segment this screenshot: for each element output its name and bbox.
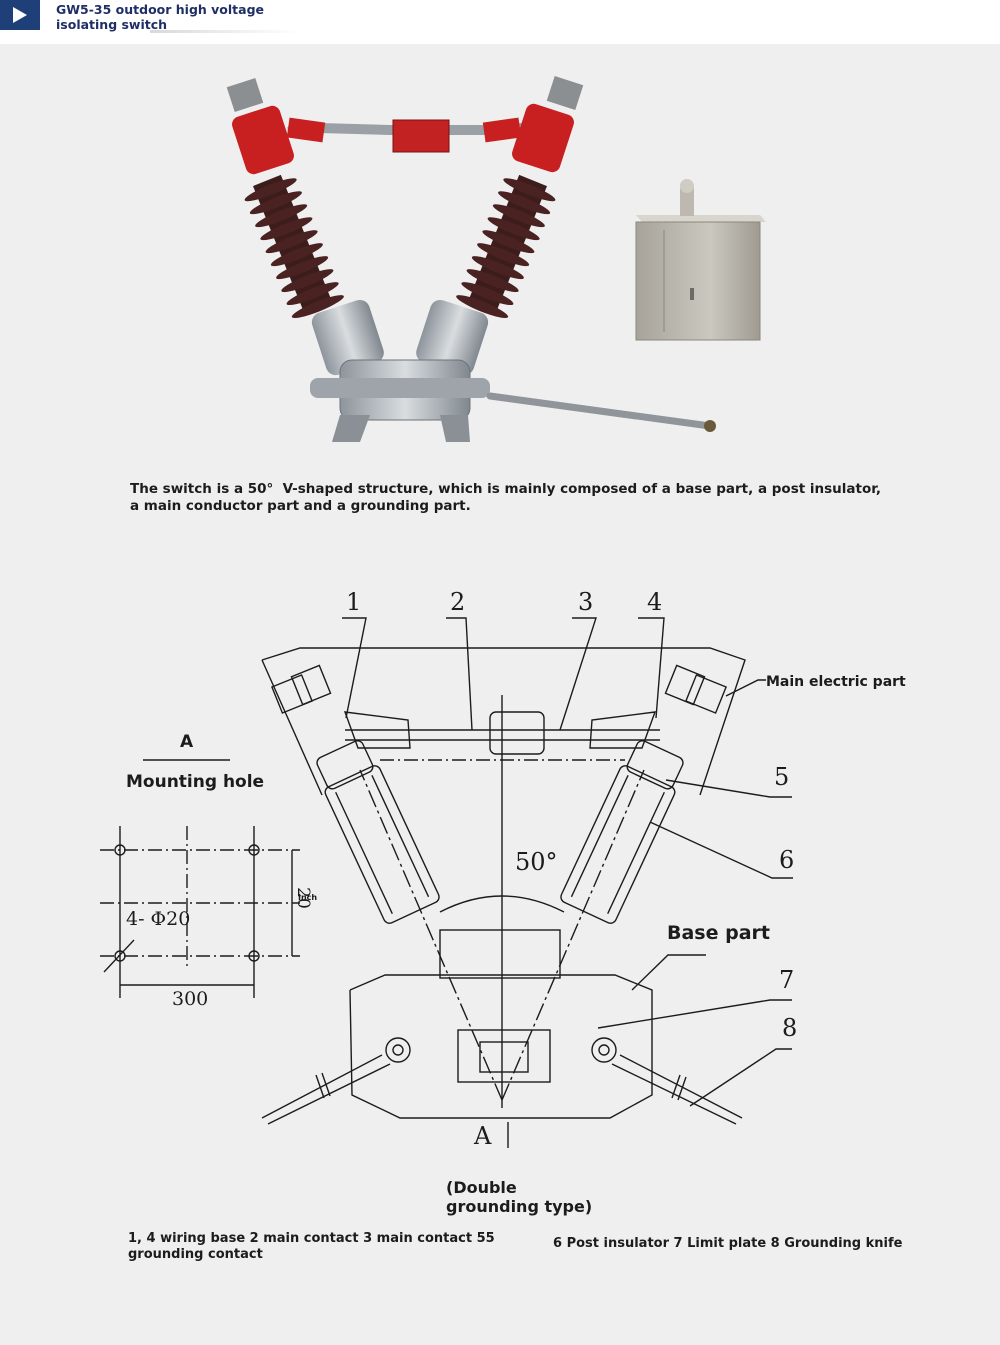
right-insulator-drawing [560,740,684,924]
callout-7: 7 [779,966,795,994]
base-center-plate [457,1029,551,1083]
photo-caption: The switch is a 50° V-shaped structure, … [130,481,882,514]
switch-base [310,299,716,442]
base-part-label: Base part [667,922,770,944]
center-contact-symbol [489,711,545,755]
legend-right: 6 Post insulator 7 Limit plate 8 Groundi… [553,1236,903,1251]
header-badge [0,0,40,30]
callout-1: 1 [346,588,362,616]
page-title: GW5-35 outdoor high voltage isolating sw… [56,2,265,32]
main-electric-outline [261,647,746,796]
main-electric-part-label: Main electric part [766,674,906,690]
section-letter-a: A [474,1122,492,1150]
right-grounding-knife [619,1054,743,1119]
technical-drawing [100,617,793,1148]
base-outline [349,974,653,1119]
dim-unit-label: Inch [298,893,318,902]
header-bar: GW5-35 outdoor high voltage isolating sw… [0,0,1000,44]
hole-spec-label: 4- Φ20 [126,908,191,930]
mounting-hole-label: Mounting hole [126,772,265,792]
left-wiring-base [226,78,326,175]
right-wiring-base [482,76,584,173]
play-arrow-icon [13,7,27,23]
central-contact-housing [392,119,450,153]
callout-2: 2 [450,588,466,616]
callout-4: 4 [647,588,663,616]
operating-rod [486,392,714,430]
grounding-type-label: (Double grounding type) [446,1178,593,1216]
callout-5: 5 [774,763,790,791]
header-divider [150,30,300,33]
dim-300-label: 300 [172,988,209,1010]
callout-3: 3 [578,588,594,616]
product-photo [226,76,766,442]
left-post-insulator [244,174,344,319]
angle-label: 50° [515,848,558,876]
operating-mechanism-box [635,179,766,341]
right-post-insulator [456,174,556,319]
legend-left: 1, 4 wiring base 2 main contact 3 main c… [128,1231,495,1262]
view-letter-a: A [180,732,194,752]
left-grounding-knife [261,1054,383,1119]
callout-8: 8 [782,1014,798,1042]
callout-6: 6 [779,846,795,874]
left-insulator-drawing [316,740,440,924]
